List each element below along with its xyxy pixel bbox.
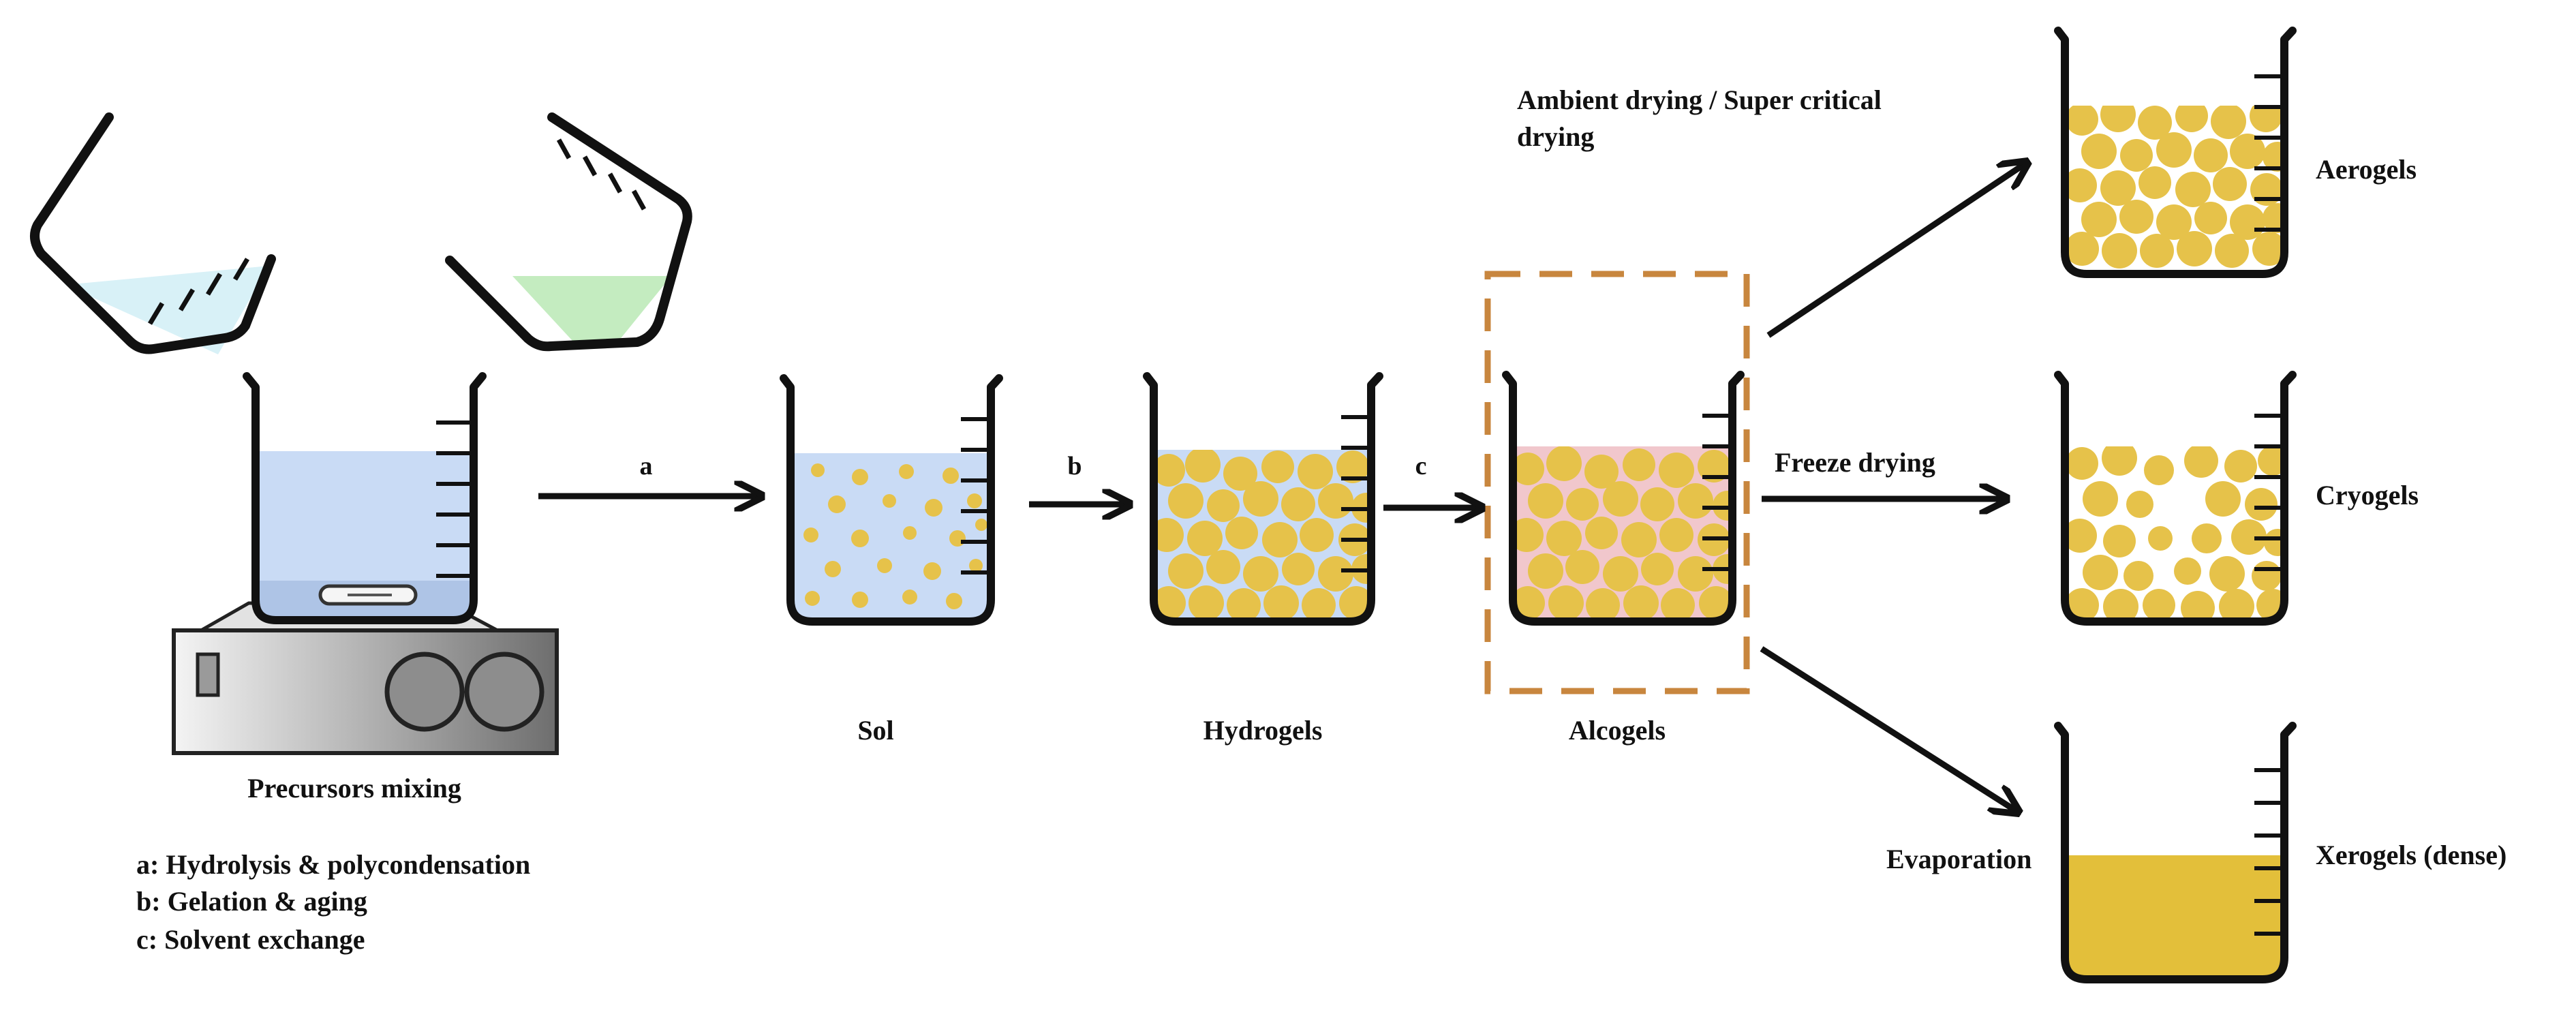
aerogel-beaker <box>2054 27 2297 278</box>
arrow-evaporation <box>1760 646 2019 812</box>
legend: a: Hydrolysis & polycondensation b: Gela… <box>136 849 530 955</box>
xerogels-label: Xerogels (dense) <box>2316 840 2506 870</box>
freeze-drying-label: Freeze drying <box>1775 447 1935 478</box>
step-label-b: b <box>1067 452 1082 480</box>
legend-item-b: b: Gelation & aging <box>136 886 367 917</box>
tilted-beaker-right <box>445 112 692 352</box>
ambient-drying-label-line2: drying <box>1517 121 1594 152</box>
hydrogels-label: Hydrogels <box>1203 715 1323 746</box>
magnetic-stirrer <box>172 601 559 755</box>
step-label-c: c <box>1415 452 1427 480</box>
cryogels-label: Cryogels <box>2316 480 2419 510</box>
sol-label: Sol <box>857 715 893 746</box>
legend-item-a: a: Hydrolysis & polycondensation <box>136 849 530 880</box>
mixing-beaker <box>243 372 487 624</box>
alcogel-highlight-box <box>1484 271 1750 694</box>
cryogel-beaker <box>2054 371 2297 626</box>
legend-item-c: c: Solvent exchange <box>136 924 365 955</box>
aerogels-label: Aerogels <box>2316 154 2417 185</box>
arrow-ambient-drying <box>1766 162 2027 338</box>
alcogels-label: Alcogels <box>1569 715 1666 746</box>
hydrogel-beaker <box>1143 372 1383 626</box>
step-label-a: a <box>640 452 653 480</box>
sol-beaker <box>780 374 1003 626</box>
ambient-drying-label-line1: Ambient drying / Super critical <box>1517 85 1882 115</box>
xerogel-beaker <box>2054 722 2297 983</box>
precursors-label: Precursors mixing <box>247 773 461 804</box>
evaporation-label: Evaporation <box>1886 844 2031 874</box>
alcogel-beaker <box>1502 371 1745 626</box>
tilted-beaker-left <box>30 112 276 354</box>
